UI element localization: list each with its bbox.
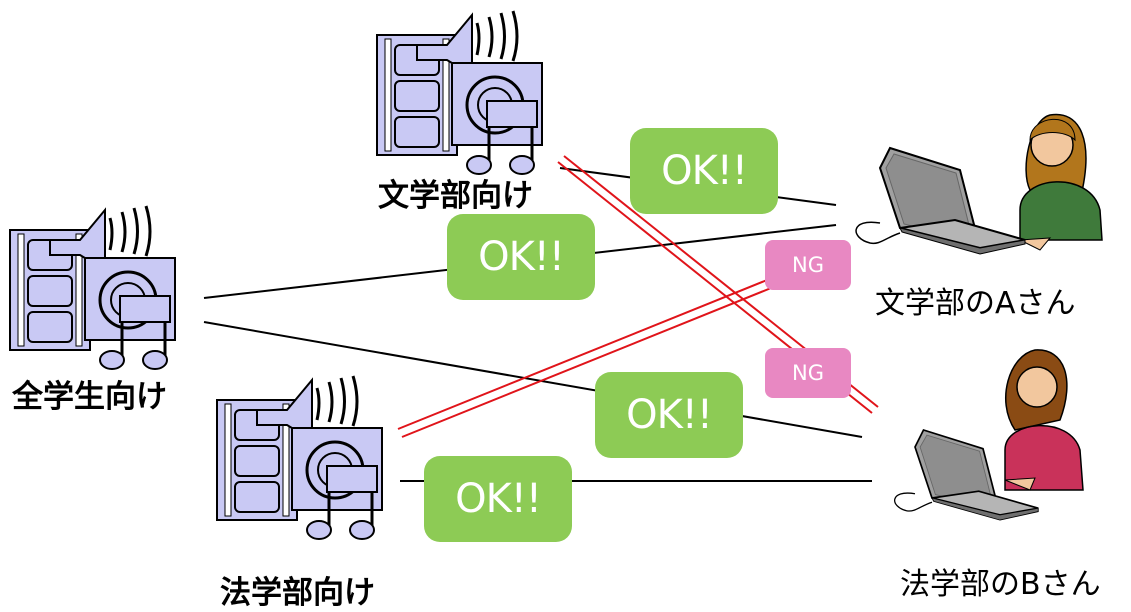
multimedia-icon	[8, 204, 177, 371]
line-all-to-b	[203, 321, 863, 438]
laptop-icon	[855, 147, 1026, 255]
ok-badge-all-to-b: OK!!	[595, 372, 743, 458]
source-label-all: 全学生向け	[12, 379, 167, 415]
ok-badge-lit-to-a: OK!!	[630, 128, 778, 214]
line-law-to-a-denied-2	[401, 285, 777, 438]
ok-badge-all-to-a: OK!!	[447, 214, 595, 300]
user-label-b: 法学部のBさん	[900, 567, 1101, 602]
ng-badge-lit-to-b: NG	[765, 348, 851, 398]
multimedia-icon	[375, 9, 544, 176]
user-label-a: 文学部のAさん	[875, 286, 1076, 321]
ng-badge-law-to-a: NG	[765, 240, 851, 290]
source-label-literature: 文学部向け	[378, 178, 533, 214]
source-label-law: 法学部向け	[220, 575, 375, 611]
line-law-to-a-denied-1	[397, 277, 773, 430]
laptop-user-icon	[1004, 349, 1084, 491]
ok-badge-law-to-b: OK!!	[424, 456, 572, 542]
multimedia-icon	[215, 374, 384, 541]
laptop-user-icon	[1018, 113, 1103, 251]
